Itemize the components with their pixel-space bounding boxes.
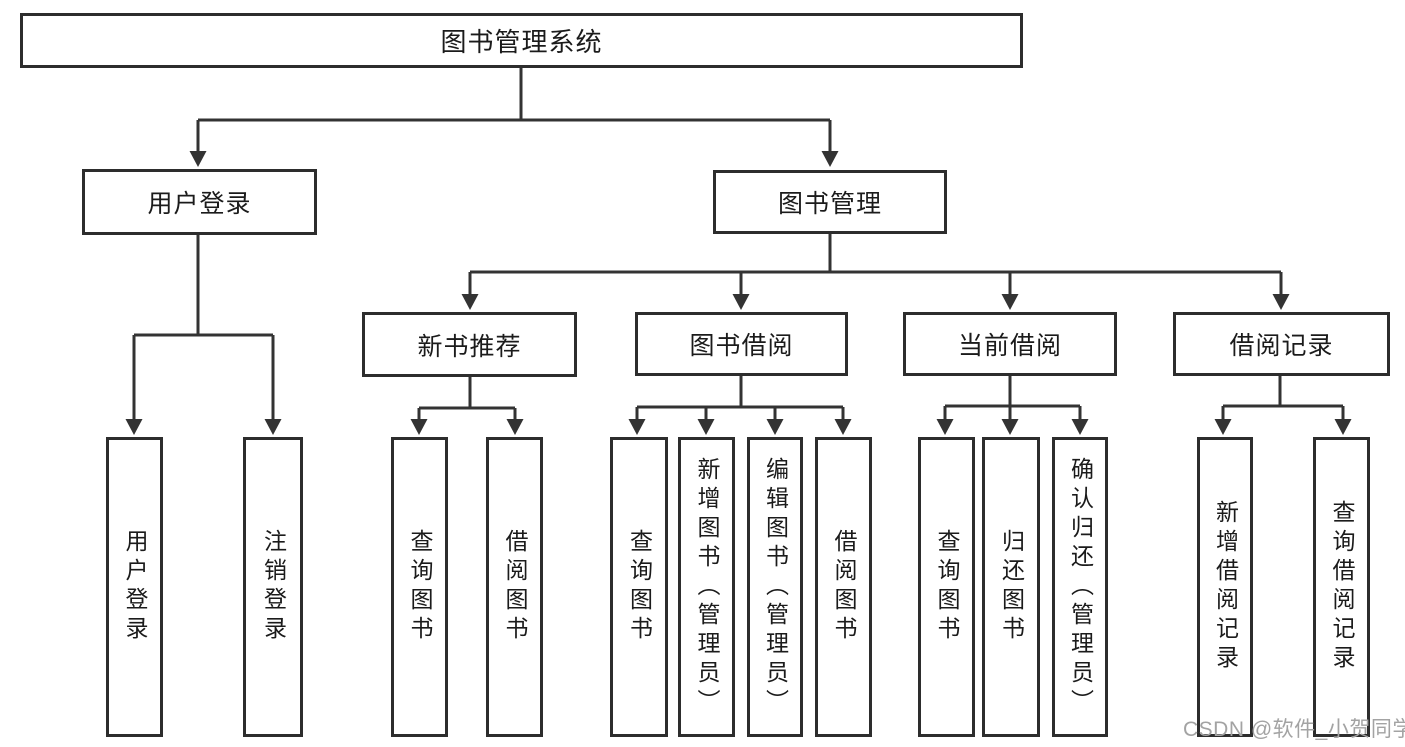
leaf-add-borrow-record: 新增借阅记录 — [1197, 437, 1253, 737]
leaf-label: 新增借阅记录 — [1212, 500, 1239, 674]
leaf-query-books-borrowing: 查询图书 — [610, 437, 668, 737]
node-library-management-system: 图书管理系统 — [20, 13, 1023, 68]
leaf-borrow-books: 借阅图书 — [815, 437, 872, 737]
leaf-label: 查询借阅记录 — [1329, 500, 1355, 674]
node-label: 借阅记录 — [1229, 332, 1334, 360]
node-label: 图书管理 — [777, 190, 882, 218]
leaf-label: 查询图书 — [626, 529, 653, 645]
leaf-confirm-return-admin: 确认归还（管理员） — [1052, 437, 1108, 737]
leaf-return-books: 归还图书 — [982, 437, 1040, 737]
arrow-down-icon — [1001, 294, 1019, 310]
node-label: 图书管理系统 — [440, 27, 603, 57]
arrow-down-icon — [821, 151, 839, 167]
node-book-borrowing: 图书借阅 — [635, 312, 848, 376]
arrow-down-icon — [410, 419, 428, 435]
leaf-query-books-current: 查询图书 — [918, 437, 975, 737]
arrow-down-icon — [766, 419, 784, 435]
leaf-label: 借阅图书 — [502, 529, 528, 645]
node-label: 当前借阅 — [957, 332, 1062, 360]
node-borrowing-records: 借阅记录 — [1173, 312, 1390, 376]
leaf-label: 查询图书 — [407, 529, 433, 645]
arrow-down-icon — [936, 419, 954, 435]
leaf-label: 编辑图书（管理员） — [762, 456, 789, 718]
arrow-down-icon — [461, 294, 479, 310]
arrow-down-icon — [732, 294, 750, 310]
arrow-down-icon — [1272, 294, 1290, 310]
arrow-down-icon — [1071, 419, 1089, 435]
arrow-down-icon — [1334, 419, 1352, 435]
arrow-down-icon — [506, 419, 524, 435]
arrow-down-icon — [1001, 419, 1019, 435]
arrow-down-icon — [834, 419, 852, 435]
node-new-book-recommend: 新书推荐 — [362, 312, 577, 377]
leaf-user-login: 用户登录 — [106, 437, 163, 737]
arrow-down-icon — [264, 419, 282, 435]
leaf-query-borrow-record: 查询借阅记录 — [1313, 437, 1370, 737]
node-book-management: 图书管理 — [713, 170, 947, 234]
leaf-query-books-recommend: 查询图书 — [391, 437, 448, 737]
leaf-label: 新增图书（管理员） — [694, 456, 720, 718]
leaf-label: 借阅图书 — [831, 529, 857, 645]
csdn-watermark: CSDN @软件_小贺同学 — [1183, 718, 1405, 741]
leaf-borrow-books-recommend: 借阅图书 — [486, 437, 543, 737]
node-label: 图书借阅 — [689, 332, 794, 360]
node-current-borrowing: 当前借阅 — [903, 312, 1117, 376]
node-user-login: 用户登录 — [82, 169, 317, 235]
arrow-down-icon — [189, 151, 207, 167]
leaf-label: 注销登录 — [260, 529, 287, 645]
leaf-label: 查询图书 — [934, 529, 960, 645]
leaf-label: 用户登录 — [122, 529, 148, 645]
leaf-label: 确认归还（管理员） — [1067, 456, 1094, 718]
arrow-down-icon — [1214, 419, 1232, 435]
arrow-down-icon — [125, 419, 143, 435]
node-label: 新书推荐 — [417, 332, 522, 361]
leaf-add-books-admin: 新增图书（管理员） — [678, 437, 735, 737]
arrow-down-icon — [697, 419, 715, 435]
leaf-label: 归还图书 — [998, 529, 1025, 645]
leaf-edit-books-admin: 编辑图书（管理员） — [747, 437, 803, 737]
node-label: 用户登录 — [147, 190, 252, 218]
leaf-logout: 注销登录 — [243, 437, 303, 737]
arrow-down-icon — [628, 419, 646, 435]
